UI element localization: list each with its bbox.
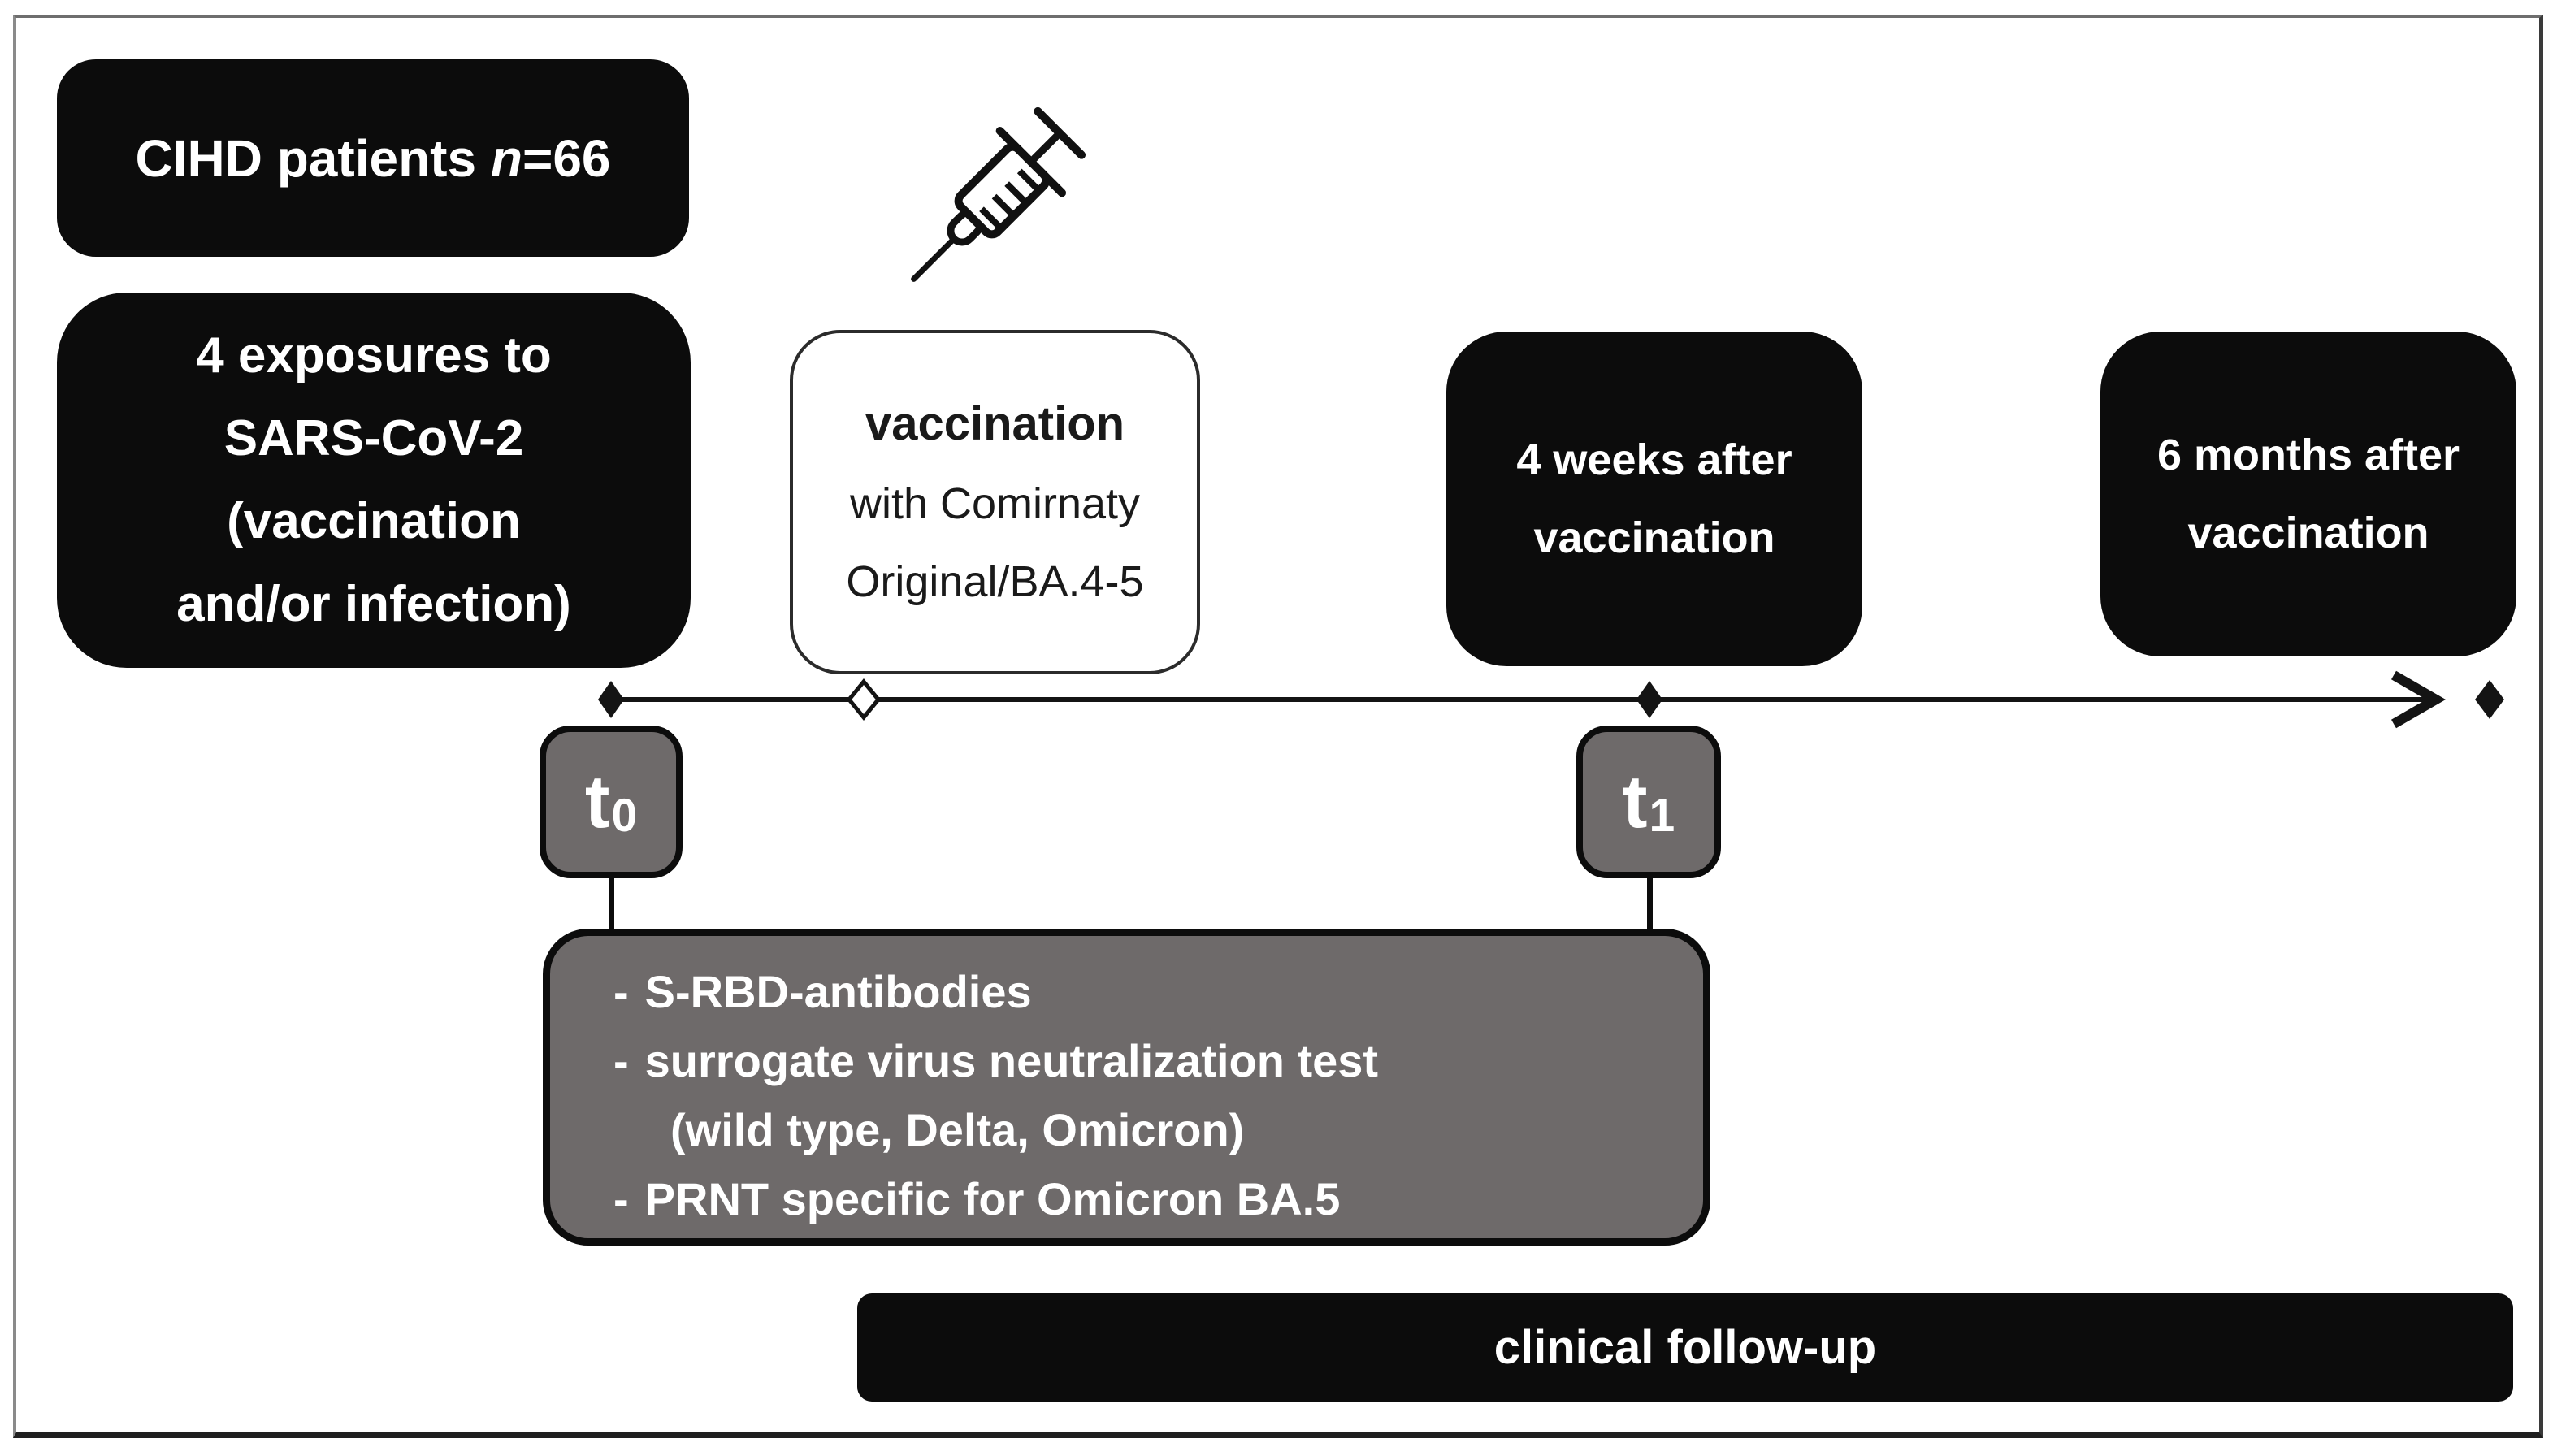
syringe-plunger-handle: [1034, 106, 1086, 159]
syringe-tick: [979, 206, 1002, 229]
exposures-line: 4 exposures to: [196, 327, 552, 384]
t1-subscript: 1: [1649, 790, 1675, 843]
month6-line: 6 months after: [2156, 431, 2460, 479]
exposures-line: (vaccination: [227, 493, 521, 549]
exposures-line: SARS-CoV-2: [223, 410, 524, 466]
t1-connector-line: [1647, 876, 1653, 931]
filled-diamond-icon: [1636, 681, 1662, 718]
assay-text: surrogate virus neutralization test: [644, 1035, 1379, 1086]
vaccination-line: with Comirnaty: [849, 479, 1141, 528]
t0-connector-line: [609, 876, 614, 931]
patients-text-after: =66: [522, 128, 611, 188]
assay-bullet: -: [613, 966, 629, 1017]
exposures-line: and/or infection): [176, 576, 571, 632]
month6-box: 6 months after vaccination: [2100, 332, 2516, 656]
week4-line: 4 weeks after: [1516, 436, 1792, 484]
open-diamond-icon: [846, 678, 882, 721]
assay-text: PRNT specific for Omicron BA.5: [644, 1173, 1341, 1224]
vaccination-title: vaccination: [865, 397, 1125, 450]
assay-text: (wild type, Delta, Omicron): [670, 1104, 1245, 1155]
assays-box: -S-RBD-antibodies -surrogate virus neutr…: [543, 929, 1710, 1246]
assay-bullet: -: [613, 1173, 629, 1224]
assay-item-continuation: (wild type, Delta, Omicron): [613, 1095, 1671, 1164]
month6-line: vaccination: [2187, 509, 2429, 557]
syringe-drawing: [911, 106, 1086, 282]
syringe-tick: [991, 193, 1014, 216]
patients-n-italic: n: [490, 128, 522, 188]
syringe-icon: [911, 106, 1086, 282]
vaccination-box: vaccination with Comirnaty Original/BA.4…: [790, 330, 1200, 674]
patients-box: CIHD patients n=66: [57, 59, 689, 257]
followup-bar: clinical follow-up: [857, 1294, 2513, 1402]
assay-text: S-RBD-antibodies: [644, 966, 1032, 1017]
assay-item: -PRNT specific for Omicron BA.5: [613, 1164, 1671, 1233]
syringe-flange: [995, 126, 1067, 197]
filled-diamond-icon: [598, 681, 624, 718]
syringe-plunger-rod: [1029, 130, 1063, 163]
figure-frame: [13, 15, 2543, 1438]
assay-bullet: -: [613, 1035, 629, 1086]
filled-diamond-icon: [2475, 680, 2504, 719]
arrowhead-icon: [2391, 670, 2447, 729]
patients-box-label: CIHD patients n=66: [135, 128, 610, 188]
t0-subscript: 0: [611, 790, 638, 843]
t1-label: t: [1622, 760, 1648, 843]
assay-item: -S-RBD-antibodies: [613, 957, 1671, 1026]
assay-item: -surrogate virus neutralization test: [613, 1026, 1671, 1095]
exposures-box: 4 exposures to SARS-CoV-2 (vaccination a…: [57, 292, 691, 668]
t0-label: t: [584, 760, 610, 843]
followup-label: clinical follow-up: [1493, 1321, 1877, 1374]
vaccination-line: Original/BA.4-5: [846, 557, 1144, 606]
syringe-tick: [1016, 168, 1039, 191]
week4-box: 4 weeks after vaccination: [1446, 332, 1862, 666]
syringe-needle: [911, 233, 960, 282]
week4-line: vaccination: [1533, 514, 1775, 562]
timeline: [598, 670, 2504, 729]
syringe-tick: [1004, 181, 1027, 204]
patients-text-before: CIHD patients: [135, 128, 491, 188]
